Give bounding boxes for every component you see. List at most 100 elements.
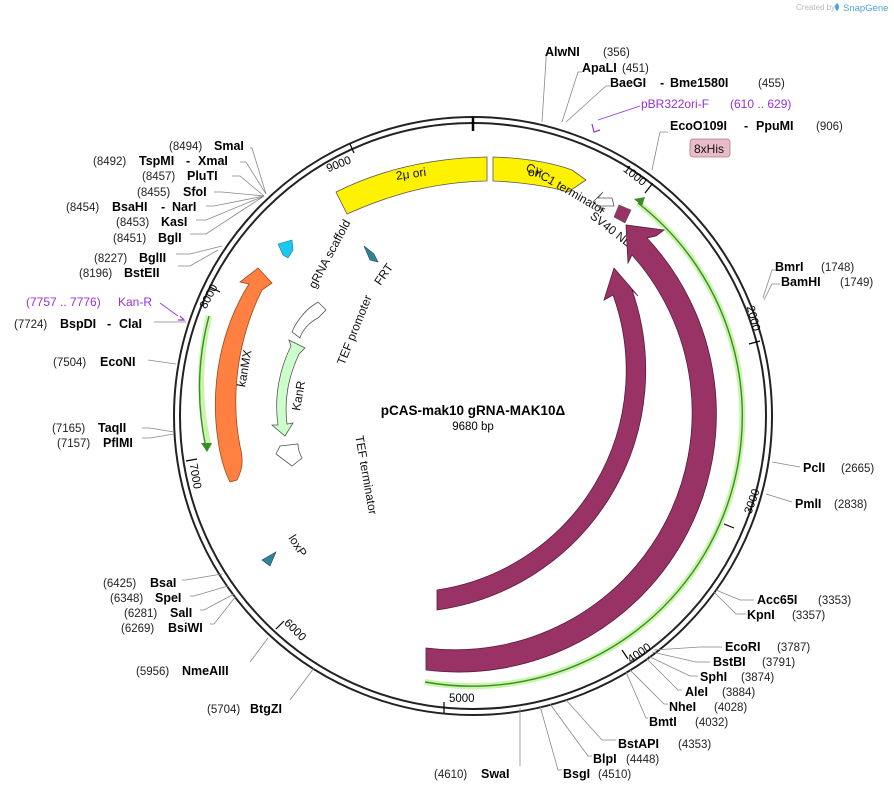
site-bsai-pos: (6425) — [103, 578, 136, 590]
kanmx-feature[interactable] — [214, 267, 273, 483]
site-baegi-pos: (455) — [758, 78, 785, 90]
cyc1-terminator-feature[interactable] — [592, 191, 615, 213]
ecoo109i-leader — [651, 131, 668, 171]
tef-terminator-label: TEF terminator — [352, 434, 380, 515]
tick-7000 — [185, 458, 198, 462]
site-bgli-pos: (8451) — [113, 233, 146, 245]
cas9-inner-feature[interactable] — [436, 267, 647, 611]
site-pcli-pos: (2665) — [841, 463, 874, 475]
site-pcli-name: PclI — [803, 461, 825, 475]
tick-3000 — [723, 523, 735, 529]
baegi-leader — [565, 85, 610, 123]
site-kasi-name: KasI — [161, 215, 187, 229]
site-bsai-name: BsaI — [150, 576, 176, 590]
grna-scaffold-label: gRNA scaffold — [305, 217, 353, 291]
tick-label-4000: 4000 — [626, 641, 654, 666]
site-nari-name: NarI — [172, 200, 196, 214]
site-sali-pos: (6281) — [124, 608, 157, 620]
right-site-labels: BmrI (1748) BamHI (1749) PclI (2665) Pml… — [434, 260, 874, 781]
kanr-primer-range: (7757 .. 7776) — [26, 295, 101, 309]
site-bme1580i-dash: - — [660, 76, 664, 90]
site-bme1580i-name: Bme1580I — [670, 76, 728, 90]
two-micron-ori-feature[interactable] — [335, 156, 488, 215]
loxp-feature[interactable] — [261, 551, 277, 567]
frt-label: FRT — [371, 260, 396, 288]
blpi-leader — [549, 703, 592, 757]
site-econi-pos: (7504) — [53, 357, 86, 369]
site-pmli-name: PmlI — [795, 497, 821, 511]
frt-feature[interactable] — [363, 245, 379, 263]
tef-promoter-feature[interactable] — [291, 301, 327, 339]
tef-promoter-label: TEF promoter — [334, 293, 375, 367]
site-kpni-pos: (3357) — [792, 610, 825, 622]
site-spei-pos: (6348) — [110, 593, 143, 605]
site-bsgi-name: BsgI — [563, 767, 590, 781]
kanmx-label: kanMX — [234, 349, 254, 388]
sali-leader — [200, 593, 235, 611]
site-bstapi-name: BstAPI — [618, 737, 659, 751]
site-taqii-pos: (7165) — [52, 423, 85, 435]
site-pflmi-pos: (7157) — [57, 438, 90, 450]
site-bstbi-name: BstBI — [713, 655, 746, 669]
kanr-primer-leader — [159, 302, 179, 317]
site-alwni-name: AlwNI — [545, 45, 580, 59]
bsgi-leader — [539, 705, 562, 771]
tspmi-leader — [240, 161, 267, 195]
site-alei-pos: (3884) — [722, 687, 755, 699]
tick-label-2000: 2000 — [744, 305, 762, 333]
btgzi-leader — [289, 667, 315, 701]
site-sfoi-pos: (8455) — [137, 187, 170, 199]
cas9-outer-feature[interactable] — [425, 224, 717, 673]
tef-terminator-feature[interactable] — [275, 443, 303, 467]
site-tspmi-pos: (8492) — [93, 156, 126, 168]
cas9-inner-label: Cas9 — [635, 485, 661, 517]
site-apali-pos: (451) — [622, 63, 649, 75]
site-ecoo109i-name: EcoO109I — [670, 119, 727, 133]
site-kasi-pos: (8453) — [116, 217, 149, 229]
bamhi-leader — [763, 283, 780, 301]
his-tag-label: 8xHis — [694, 142, 724, 156]
site-swai-name: SwaI — [481, 767, 510, 781]
taqii-leader — [142, 427, 175, 433]
site-btgzi-name: BtgZI — [250, 702, 282, 716]
site-pluti-name: PluTI — [187, 169, 218, 183]
site-pluti-pos: (8457) — [142, 171, 175, 183]
tick-9000 — [349, 143, 355, 154]
site-ecori-name: EcoRI — [725, 640, 760, 654]
tick-2000 — [748, 340, 761, 345]
site-bspdi-name: BspDI — [60, 317, 96, 331]
tick-8000 — [209, 286, 221, 293]
site-bmri-name: BmrI — [775, 260, 803, 274]
econi-leader — [147, 359, 177, 365]
tick-label-7000: 7000 — [187, 463, 203, 490]
bstbi-leader — [651, 651, 710, 663]
grna-scaffold-feature[interactable] — [277, 239, 294, 259]
sv40-nls-feature[interactable] — [613, 204, 632, 224]
site-econi-name: EcoNI — [100, 355, 135, 369]
tick-label-1000: 1000 — [621, 163, 649, 188]
tick-label-8000: 8000 — [198, 283, 221, 311]
site-btgzi-pos: (5704) — [207, 704, 240, 716]
site-sfoi-name: SfoI — [183, 185, 207, 199]
bsai-leader — [182, 573, 223, 581]
site-smai-pos: (8494) — [169, 141, 202, 153]
kanr-label: KanR — [289, 379, 308, 411]
ori-feature[interactable] — [492, 156, 587, 193]
site-bamhi-name: BamHI — [781, 275, 821, 289]
site-tspmi-name: TspMI — [139, 154, 174, 168]
nhei-leader — [629, 669, 668, 705]
pflmi-leader — [142, 433, 175, 439]
site-bsahi-name: BsaHI — [112, 200, 147, 214]
tick-1000 — [644, 182, 654, 194]
site-smai-name: SmaI — [214, 139, 244, 153]
his-tag-box[interactable] — [689, 138, 731, 158]
snapgene-logo-icon — [835, 3, 839, 11]
kpni-leader — [713, 591, 746, 615]
pluti-leader — [232, 175, 265, 197]
kanr-feature[interactable] — [270, 339, 306, 437]
site-bglii-pos: (8227) — [94, 253, 127, 265]
pbr322ori-primer-leader — [597, 105, 641, 121]
site-nari-dash: - — [161, 200, 165, 214]
plasmid-name: pCAS-mak10 gRNA-MAK10Δ — [381, 403, 566, 418]
